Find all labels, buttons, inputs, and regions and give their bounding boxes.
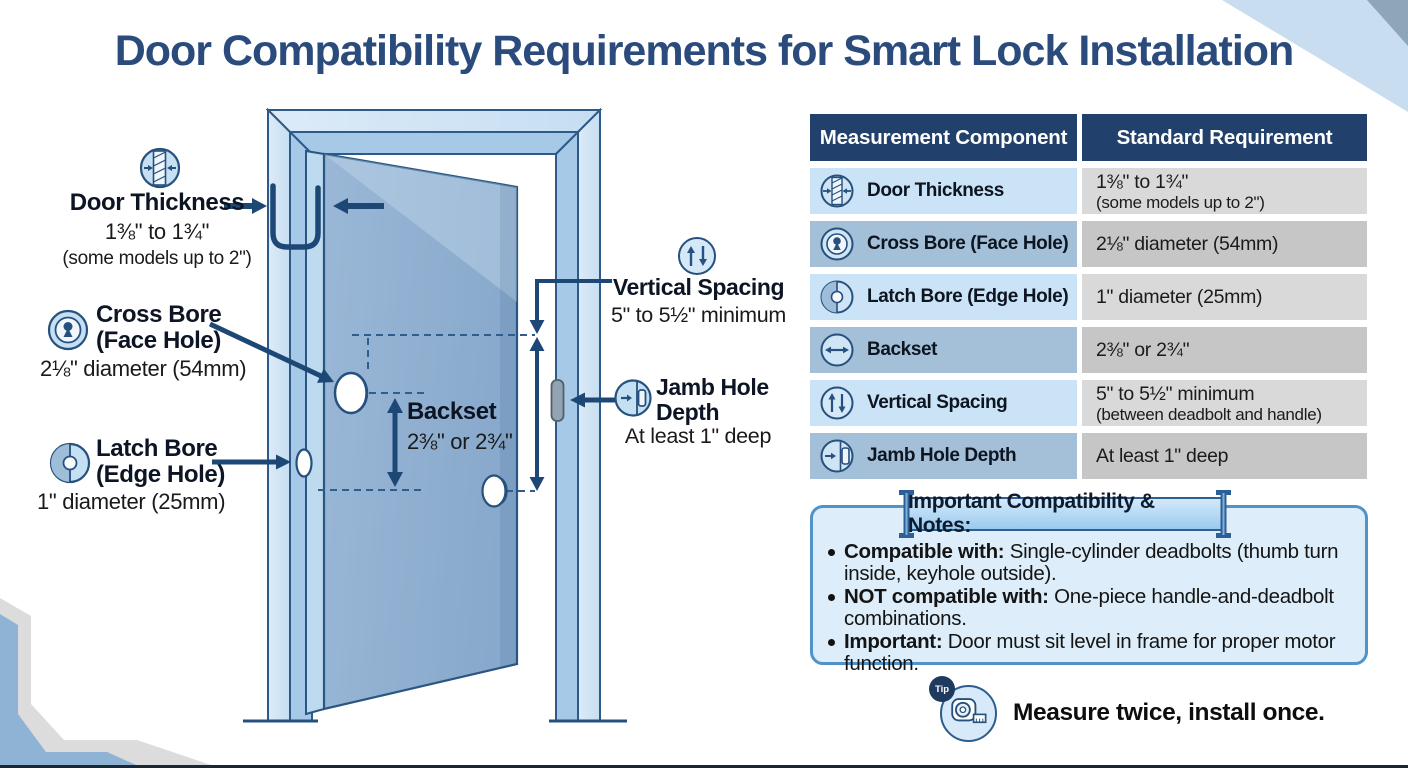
door-thickness-note: (some models up to 2") [62, 247, 252, 269]
component-label: Cross Bore (Face Hole) [867, 233, 1069, 254]
notes-bullet-list: Compatible with: Single-cylinder deadbol… [828, 541, 1356, 676]
component-label: Vertical Spacing [867, 392, 1008, 413]
vertical-spacing-value: 5" to 5½" minimum [610, 303, 787, 328]
requirement-value: At least 1" deep [1096, 444, 1229, 467]
door-thickness-icon [819, 173, 855, 209]
component-label: Door Thickness [867, 180, 1004, 201]
page-title: Door Compatibility Requirements for Smar… [114, 27, 1295, 75]
note-bullet: NOT compatible with: One-piece handle-an… [828, 586, 1356, 630]
component-label: Latch Bore (Edge Hole) [867, 286, 1069, 307]
latch-bore-pointer-arrow [212, 454, 291, 470]
vertical-spacing-measure [529, 279, 612, 491]
table-row: Jamb Hole Depth At least 1" deep [810, 433, 1367, 479]
jamb-hole-depth-icon [614, 379, 652, 417]
requirement-value: 1⅜" to 1¾" [1096, 170, 1189, 193]
vertical-spacing-icon [819, 385, 855, 421]
door-thickness-label: Door Thickness [69, 189, 245, 216]
door-thickness-icon [139, 147, 181, 189]
strike-plate [550, 379, 565, 422]
requirement-note: (between deadbolt and handle) [1096, 404, 1322, 424]
table-row: Door Thickness 1⅜" to 1¾" (some models u… [810, 168, 1367, 214]
corner-decoration-top-right [1222, 0, 1408, 112]
note-bullet: Important: Door must sit level in frame … [828, 631, 1356, 675]
tip-text: Measure twice, install once. [1013, 699, 1325, 726]
bottom-border [0, 765, 1408, 768]
table-row: Vertical Spacing 5" to 5½" minimum (betw… [810, 380, 1367, 426]
backset-icon [819, 332, 855, 368]
cross-bore-label-2: (Face Hole) [96, 327, 221, 355]
bullet-text: One-piece handle-and-deadbolt combinatio… [844, 585, 1334, 630]
bullet-dot [828, 639, 835, 646]
thickness-caliper [270, 183, 321, 250]
bullet-text: Single-cylinder deadbolts (thumb turn in… [844, 540, 1339, 585]
handle-bore-hole [481, 474, 508, 508]
jamb-hole-depth-annotation-title: Jamb Hole Depth [656, 374, 769, 426]
dashed-guides [318, 334, 535, 492]
cross-bore-hole [333, 371, 369, 415]
ribbon-right-post [1216, 490, 1231, 538]
backset-value: 2⅜" or 2¾" [407, 429, 513, 455]
door-thickness-arrows [224, 183, 384, 250]
jamb-depth-label-2: Depth [656, 399, 720, 426]
table-row: Cross Bore (Face Hole) 2⅛" diameter (54m… [810, 221, 1367, 267]
cross-bore-label-1: Cross Bore [96, 301, 222, 328]
cross-bore-icon [47, 309, 89, 351]
door-thickness-annotation: Door Thickness 1⅜" to 1¾" (some models u… [47, 189, 267, 269]
cross-bore-annotation-title: Cross Bore (Face Hole) [96, 301, 222, 355]
door-slab [305, 149, 519, 716]
tip-icon-circle [940, 685, 997, 742]
notes-title: Important Compatibility & Notes: [908, 490, 1155, 537]
jamb-hole-depth-icon [819, 438, 855, 474]
cross-bore-pointer-arrow [208, 321, 334, 383]
latch-bore-annotation-title: Latch Bore (Edge Hole) [96, 435, 225, 489]
vertical-spacing-annotation: Vertical Spacing 5" to 5½" minimum [596, 274, 801, 328]
bullet-lead: NOT compatible with: [844, 585, 1049, 608]
bullet-dot [828, 549, 835, 556]
requirement-value: 2⅛" diameter (54mm) [1096, 232, 1279, 255]
requirement-note: (some models up to 2") [1096, 192, 1265, 212]
requirement-value: 1" diameter (25mm) [1096, 285, 1263, 308]
ribbon-left-post [899, 490, 914, 538]
jamb-depth-label-1: Jamb Hole [656, 374, 769, 400]
cross-bore-icon [819, 226, 855, 262]
corner-decoration-bottom-left [0, 598, 220, 768]
jamb-depth-pointer-arrow [570, 392, 616, 408]
notes-ribbon: Important Compatibility & Notes: [906, 490, 1224, 537]
component-label: Backset [867, 339, 938, 360]
backset-measure-arrow [387, 398, 403, 487]
latch-bore-icon [819, 279, 855, 315]
vertical-spacing-label: Vertical Spacing [612, 274, 785, 300]
cross-bore-value: 2⅛" diameter (54mm) [40, 356, 247, 381]
requirements-table: Measurement Component Standard Requireme… [810, 114, 1367, 479]
note-bullet: Compatible with: Single-cylinder deadbol… [828, 541, 1356, 585]
backset-annotation: Backset 2⅜" or 2¾" [407, 398, 513, 455]
bullet-text: Door must sit level in frame for proper … [844, 630, 1336, 675]
latch-bore-value: 1" diameter (25mm) [37, 489, 226, 514]
requirement-value: 2⅜" or 2¾" [1096, 338, 1190, 361]
table-header-row: Measurement Component Standard Requireme… [810, 114, 1367, 161]
latch-bore-hole [295, 448, 313, 478]
table-row: Backset 2⅜" or 2¾" [810, 327, 1367, 373]
latch-bore-label-2: (Edge Hole) [96, 461, 225, 489]
vertical-spacing-icon [678, 237, 716, 275]
table-header-component: Measurement Component [810, 114, 1077, 161]
requirement-value: 5" to 5½" minimum [1096, 382, 1255, 405]
tape-measure-icon [951, 698, 987, 724]
latch-bore-label-1: Latch Bore [96, 435, 218, 462]
tip-badge: Tip [929, 676, 955, 702]
component-label: Jamb Hole Depth [867, 445, 1017, 466]
bullet-lead: Important: [844, 630, 943, 653]
backset-label: Backset [407, 398, 497, 425]
table-row: Latch Bore (Edge Hole) 1" diameter (25mm… [810, 274, 1367, 320]
compatibility-notes-box [810, 505, 1368, 665]
bullet-dot [828, 594, 835, 601]
table-header-requirement: Standard Requirement [1082, 114, 1367, 161]
bullet-lead: Compatible with: [844, 540, 1005, 563]
door-thickness-value: 1⅜" to 1¾" [104, 219, 210, 245]
latch-bore-icon [49, 442, 91, 484]
jamb-depth-value: At least 1" deep [624, 424, 772, 448]
